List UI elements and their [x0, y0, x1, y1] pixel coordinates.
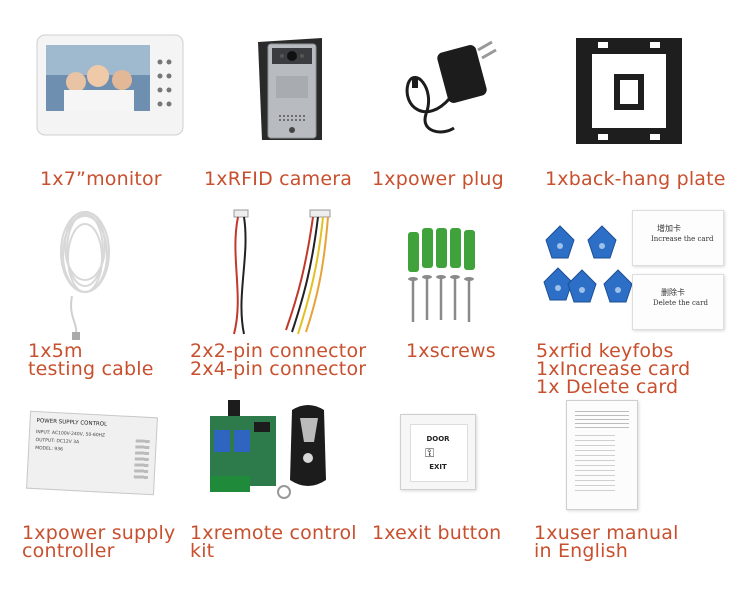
exit-button-face [410, 424, 468, 482]
exit-button-image: DOOR ⚿ EXIT [400, 414, 476, 490]
caption-power-plug: 1xpower plug [372, 168, 504, 190]
caption-user-manual: 1xuser manual in English [534, 522, 679, 562]
remote-control-kit-image [204, 400, 340, 506]
caption-back-hang-plate: 1xback-hang plate [545, 168, 726, 190]
manual-text-lines [575, 411, 629, 429]
increase-card: 增加卡 Increase the card [632, 210, 724, 266]
psu-input: INPUT: AC100V-240V, 50-60HZ [35, 430, 106, 439]
exit-bottom-label: EXIT [429, 463, 447, 471]
power-plug-image [396, 36, 506, 140]
manual-text-lines-2 [575, 435, 615, 495]
testing-cable-image [58, 206, 112, 342]
caption-power-supply-controller: 1xpower supply controller [22, 522, 176, 562]
caption-monitor: 1x7”monitor [40, 168, 162, 190]
delete-card-cn: 删除卡 [661, 288, 685, 297]
caption-testing-cable: 1x5m testing cable [28, 340, 154, 380]
caption-connectors: 2x2-pin connector 2x4-pin connector [190, 340, 367, 380]
caption-rfid-camera: 1xRFID camera [204, 168, 353, 190]
caption-remote-control-kit: 1xremote control kit [190, 522, 357, 562]
key-icon: ⚿ [425, 446, 435, 460]
increase-card-en: Increase the card [651, 235, 714, 243]
rfid-keyfobs-image [540, 222, 636, 314]
exit-top-label: DOOR [426, 435, 450, 443]
psu-model: MODEL: 936 [35, 446, 64, 453]
screws-image [404, 226, 480, 330]
caption-rfid-keyfobs: 5xrfid keyfobs 1xIncrease card 1x Delete… [536, 340, 691, 398]
delete-card: 删除卡 Delete the card [632, 274, 724, 330]
psu-title: POWER SUPPLY CONTROL [36, 418, 108, 428]
user-manual-image [566, 400, 638, 510]
monitor-image [36, 34, 184, 136]
psu-terminals [133, 439, 150, 480]
caption-screws: 1xscrews [406, 340, 496, 362]
rfid-camera-image [254, 36, 326, 140]
power-supply-controller-image: POWER SUPPLY CONTROL INPUT: AC100V-240V,… [26, 410, 158, 496]
back-hang-plate-image [570, 34, 688, 148]
connectors-image [220, 206, 350, 338]
increase-card-cn: 增加卡 [657, 224, 681, 233]
delete-card-en: Delete the card [653, 299, 708, 307]
caption-exit-button: 1xexit button [372, 522, 502, 544]
psu-output: OUTPUT: DC12V 3A [35, 438, 80, 446]
